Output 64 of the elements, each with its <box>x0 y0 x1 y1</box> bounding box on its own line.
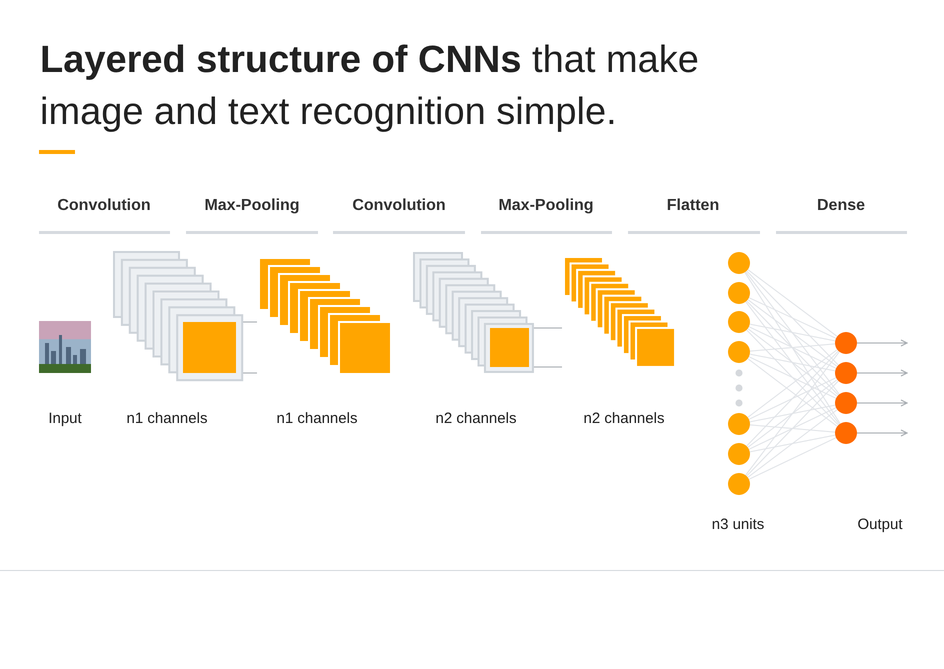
layer-heading: Flatten <box>666 197 720 215</box>
connection-line <box>749 324 836 342</box>
neuron-circle <box>728 443 750 465</box>
connection-line <box>747 269 838 337</box>
city-photo-placeholder <box>39 321 91 373</box>
connection-line <box>748 356 837 399</box>
connection-line <box>746 300 839 396</box>
layer-heading: Max-Pooling <box>498 197 594 215</box>
connection-line <box>748 437 837 480</box>
layer-caption: n1 channels <box>126 410 208 427</box>
layer-caption: Input <box>48 410 82 427</box>
feature-map-stack <box>111 249 246 384</box>
connection-line <box>747 299 838 367</box>
connection-line <box>747 409 838 478</box>
neuron-circle <box>835 392 857 414</box>
connection-line <box>749 424 836 433</box>
connection-line <box>749 404 836 422</box>
connection-line <box>747 379 838 448</box>
neuron-circle <box>728 282 750 304</box>
connection-line <box>749 354 836 372</box>
connection-line <box>747 358 838 427</box>
layer-heading: Max-Pooling <box>204 197 300 215</box>
output-arrow <box>856 339 908 347</box>
output-arrow <box>856 369 908 377</box>
pooled-feature-map-stack <box>562 255 678 369</box>
layer-caption: n2 channels <box>584 410 664 427</box>
neuron-circle <box>728 311 750 333</box>
layer-heading: Dense <box>816 197 866 215</box>
connection-line <box>748 407 837 450</box>
neuron-circle <box>728 341 750 363</box>
neuron-circle <box>728 252 750 274</box>
connection-line <box>748 326 837 369</box>
layer-caption: Output <box>857 516 903 533</box>
connection-line <box>745 351 840 476</box>
connection-line <box>747 328 838 397</box>
connection-line <box>749 434 836 452</box>
output-arrow <box>856 429 908 437</box>
connection-line <box>748 297 837 339</box>
layer-heading: Convolution <box>352 197 446 215</box>
output-arrow <box>856 399 908 407</box>
neuron-circle <box>835 332 857 354</box>
pooled-feature-map-stack <box>257 256 393 376</box>
connection-line <box>745 271 840 395</box>
title: Layered structure of CNNs that make image and text recognition simple. <box>40 38 700 135</box>
connection-line <box>746 329 839 426</box>
filter-square <box>183 322 236 373</box>
connection-line <box>748 377 837 420</box>
neuron-circle <box>728 473 750 495</box>
feature-map-stack <box>411 250 536 375</box>
neuron-circle <box>728 413 750 435</box>
connection-line <box>744 272 841 424</box>
filter-square <box>490 328 529 367</box>
layer-caption: n2 channels <box>436 410 516 427</box>
layer-heading: Convolution <box>57 197 151 215</box>
neuron-circle <box>835 422 857 444</box>
connection-line <box>747 349 838 418</box>
neuron-circle <box>835 362 857 384</box>
layer-caption: n1 channels <box>276 410 358 427</box>
connection-line <box>746 350 839 447</box>
layer-caption: n3 units <box>712 516 764 533</box>
connection-line <box>749 343 836 352</box>
connection-line <box>746 380 839 477</box>
connection-line <box>745 301 840 425</box>
connection-line <box>746 270 839 366</box>
